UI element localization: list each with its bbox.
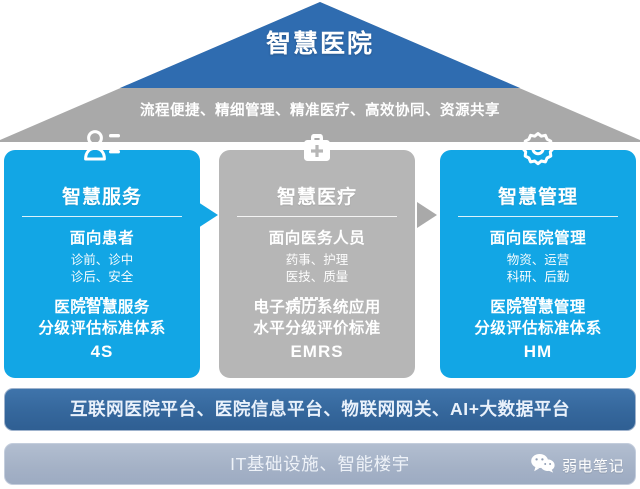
card-item-line-2: 医技、质量 [285,270,349,284]
card-item-line-1: 物资、运营 [506,253,570,267]
card-audience: 面向医务人员 [268,230,366,247]
card-dot-separator [79,290,125,301]
card-item-line-2: 科研、后勤 [506,270,570,284]
card-items: 诊前、诊中 诊后、安全 [4,252,200,286]
person-list-icon [4,128,200,172]
infrastructure-layer-bar[interactable]: IT基础设施、智能楼宇 [4,443,636,485]
card-item-line-2: 诊后、安全 [70,270,134,284]
infrastructure-layer-label: IT基础设施、智能楼宇 [230,454,410,474]
card-divider [22,216,182,217]
card-standard-line-1: 医院智慧服务 [54,299,150,316]
watermark-label: 弱电笔记 [561,457,624,475]
roof-section: 智慧医院 流程便捷、精细管理、精准医疗、高效协同、资源共享 [0,0,640,142]
card-standard-line-1: 电子病历系统应用 [253,299,381,316]
card-standard-line-1: 医院智慧管理 [490,299,586,316]
pillar-card-smart-service[interactable]: 智慧服务 面向患者 诊前、诊中 诊后、安全 医院智慧服务 分级评估标准体系 4S [4,130,200,378]
arrow-right-medical-to-management [417,202,437,228]
card-standard-line-2: 水平分级评价标准 [253,320,381,337]
watermark: 弱电笔记 [530,452,624,478]
card-code: 4S [90,342,114,361]
arrow-right-service-to-medical [198,202,218,228]
card-audience: 面向医院管理 [489,230,587,247]
card-dot-separator [515,290,561,301]
pillar-card-smart-medical[interactable]: 智慧医疗 面向医务人员 药事、护理 医技、质量 电子病历系统应用 水平分级评价标… [219,134,415,378]
card-divider [458,216,618,217]
card-dot-separator [294,290,340,301]
card-standard-line-2: 分级评估标准体系 [38,320,166,337]
platform-layer-label: 互联网医院平台、医院信息平台、物联网网关、AI+大数据平台 [69,399,571,419]
roof-title: 智慧医院 [265,30,374,58]
roof-subtitle: 流程便捷、精细管理、精准医疗、高效协同、资源共享 [140,103,500,119]
card-standard: 电子病历系统应用 水平分级评价标准 [219,297,415,339]
card-standard: 医院智慧管理 分级评估标准体系 [440,297,636,339]
card-item-line-1: 诊前、诊中 [70,253,134,267]
card-code: HM [523,342,553,361]
wechat-icon [530,453,556,478]
card-standard: 医院智慧服务 分级评估标准体系 [4,297,200,339]
card-divider [237,216,397,217]
gear-icon [440,128,636,172]
card-audience: 面向患者 [69,230,135,247]
card-title: 智慧服务 [61,187,142,208]
card-items: 药事、护理 医技、质量 [219,252,415,286]
medical-kit-icon [219,128,415,172]
pillar-card-smart-management[interactable]: 智慧管理 面向医院管理 物资、运营 科研、后勤 医院智慧管理 分级评估标准体系 … [440,132,636,378]
roof-shape [0,2,640,142]
platform-layer-bar[interactable]: 互联网医院平台、医院信息平台、物联网网关、AI+大数据平台 [4,388,636,431]
card-code: EMRS [290,342,344,361]
card-standard-line-2: 分级评估标准体系 [474,320,602,337]
card-title: 智慧管理 [497,187,578,208]
card-items: 物资、运营 科研、后勤 [440,252,636,286]
card-item-line-1: 药事、护理 [285,253,349,267]
card-title: 智慧医疗 [276,187,357,208]
